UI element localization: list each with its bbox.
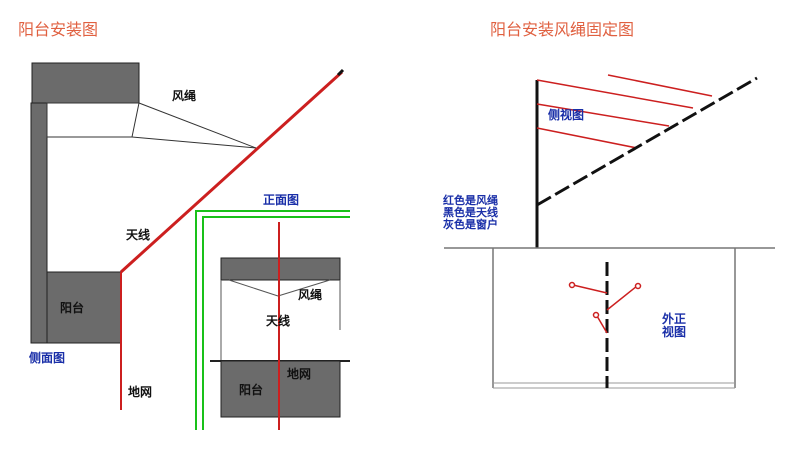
legend-red-label: 红色是风绳	[443, 194, 498, 207]
antenna-dashed	[536, 76, 758, 207]
legend-black-label: 黑色是天线	[443, 206, 498, 219]
front-wire-left	[228, 279, 279, 297]
antenna-red-line	[119, 70, 344, 274]
legend-gray-label: 灰色是窗户	[443, 218, 498, 231]
wire-red-4	[536, 127, 638, 149]
wall-top-block	[31, 62, 140, 104]
anchor-point-b	[634, 282, 642, 290]
front-wire-red-b	[606, 285, 638, 311]
front-wire-right	[277, 279, 331, 297]
outer-front-view-label-1: 外正	[662, 312, 687, 326]
wire-red-2	[607, 74, 713, 97]
left-front-view	[195, 210, 350, 430]
wall-column	[30, 102, 48, 344]
ground-net-label: 地网	[128, 385, 153, 399]
front-wall-top	[220, 257, 341, 281]
front-wire-red-a	[572, 284, 608, 294]
right-title: 阳台安装风绳固定图	[490, 20, 635, 39]
left-title: 阳台安装图	[18, 20, 99, 39]
front-balcony-block	[220, 360, 341, 418]
wire-red-1	[536, 79, 694, 109]
front-guy-wire-label: 风绳	[298, 288, 323, 302]
wire-red-3	[536, 103, 670, 127]
front-ground-net-label: 地网	[287, 367, 312, 381]
front-wire-red-c	[596, 315, 608, 334]
right-side-view-label: 侧视图	[548, 108, 585, 122]
right-side-view	[444, 74, 775, 249]
antenna-tip	[336, 68, 345, 77]
balcony-block	[46, 271, 122, 344]
front-antenna-label: 天线	[266, 314, 291, 328]
anchor-point-a	[568, 281, 576, 289]
antenna-label: 天线	[126, 228, 151, 242]
side-view-label: 侧面图	[29, 351, 66, 365]
left-side-view	[30, 62, 345, 410]
guy-wire-line-1	[138, 102, 257, 149]
outer-front-view-label-2: 视图	[662, 325, 687, 339]
green-outline-inner	[202, 216, 350, 430]
front-balcony-label: 阳台	[239, 383, 264, 397]
anchor-point-c	[592, 311, 600, 319]
guy-wire-label: 风绳	[172, 89, 197, 103]
guy-wire-line-2	[131, 136, 257, 149]
window-outline	[46, 102, 140, 138]
balcony-label: 阳台	[60, 301, 85, 315]
right-front-view	[492, 248, 736, 389]
green-outline-outer	[195, 210, 350, 430]
front-view-label: 正面图	[263, 193, 300, 207]
